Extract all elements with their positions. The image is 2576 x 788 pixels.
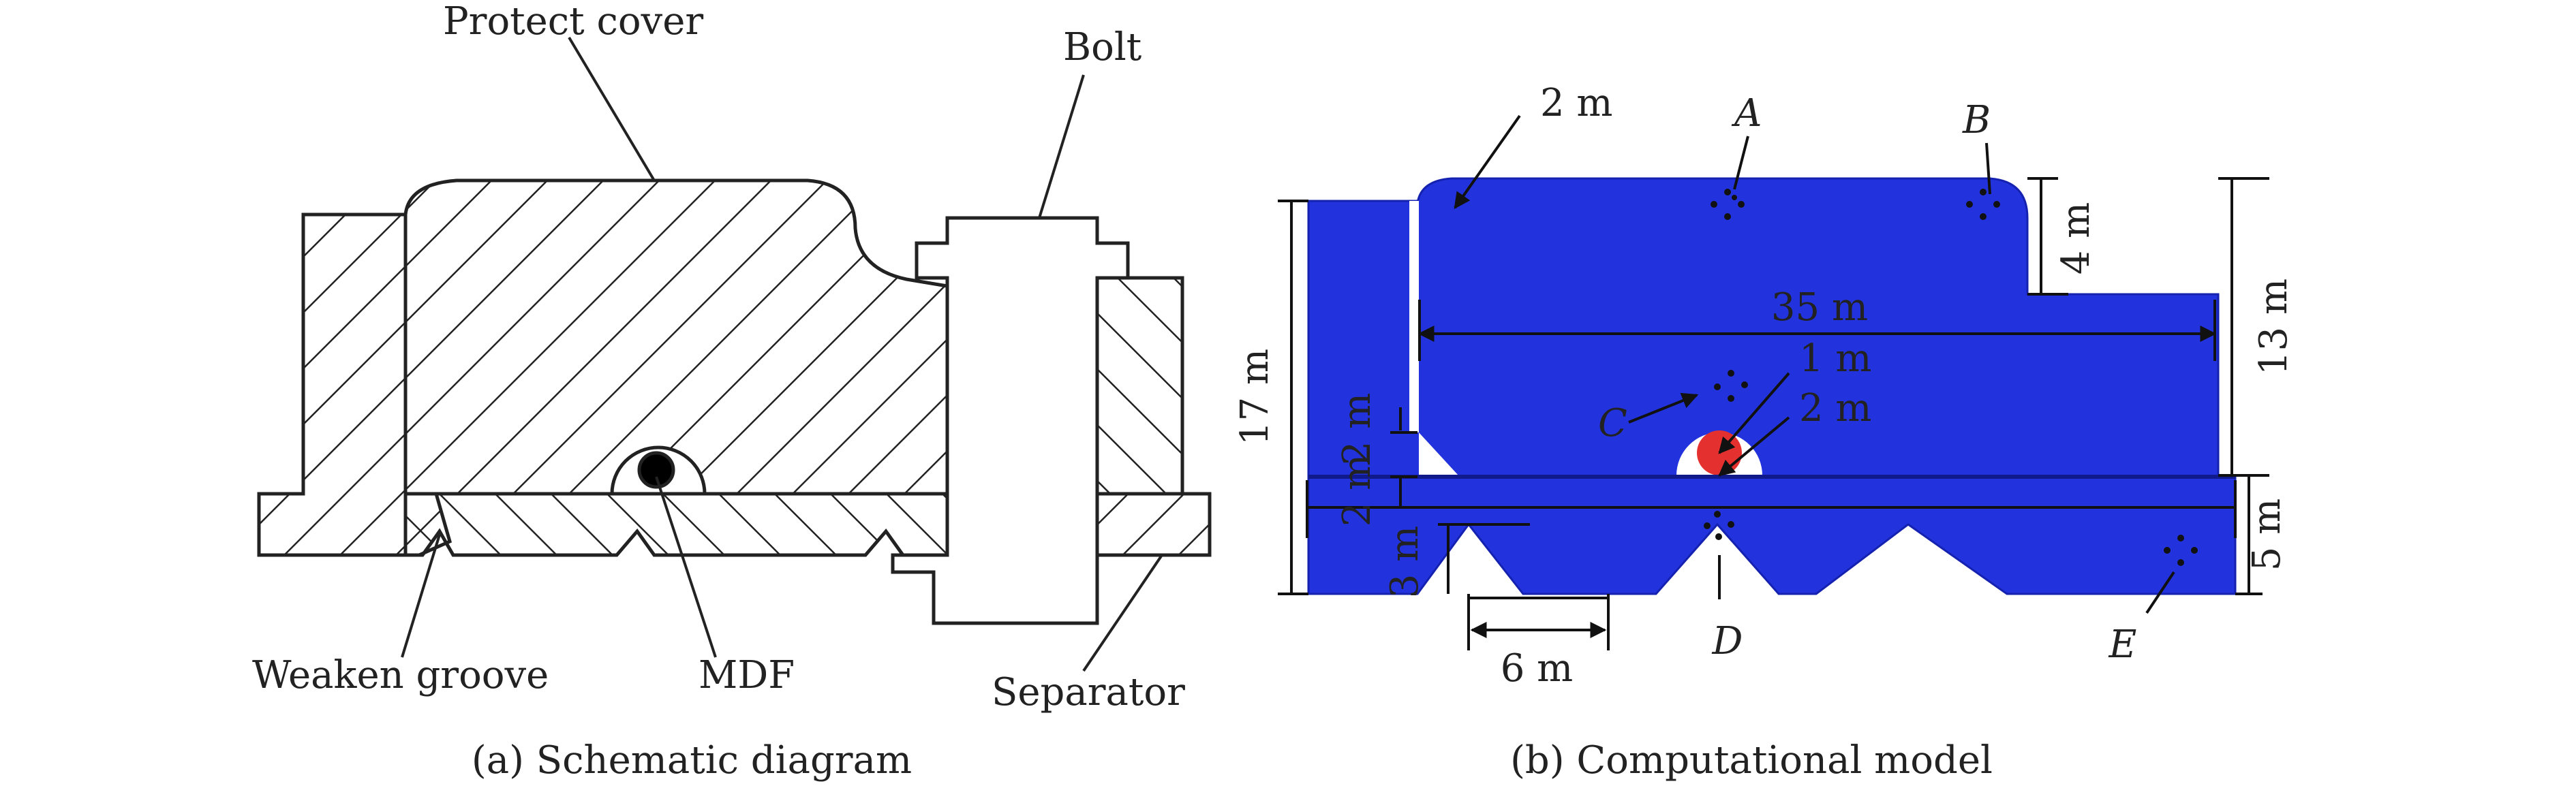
dim-groove-width: 6 m [1501, 646, 1574, 691]
panel-a: Protect cover Bolt Weaken groove MDF Sep… [252, 0, 1212, 783]
dim-charge-radius: 1 m [1799, 336, 1872, 381]
label-mdf: MDF [699, 653, 795, 697]
dim-total-height: 17 m [1233, 349, 1277, 445]
bolt-body [891, 216, 1130, 625]
label-protect-cover: Protect cover [443, 0, 703, 44]
model-body [1307, 177, 2237, 595]
right-separator-block [1095, 276, 1184, 496]
dim-cavity-radius: 2 m [1799, 386, 1872, 430]
point-label-a: A [1731, 91, 1762, 136]
gauge-point-b [1966, 189, 2000, 220]
dim-plate-thickness: 2 m [1335, 454, 1379, 527]
point-label-e: E [2109, 622, 2137, 667]
left-gap-tri [1419, 432, 1458, 475]
leader-protect-cover [568, 36, 656, 182]
leader-bolt [1038, 74, 1085, 219]
bottom-plate [403, 492, 949, 557]
panel-b: 2 m A B 4 m 13 m 35 m 17 m 1 m 2 m C 2 m… [1233, 81, 2296, 783]
dimension-lines [1278, 114, 2269, 650]
label-separator: Separator [992, 670, 1185, 714]
dim-base-height: 5 m [2245, 499, 2289, 571]
dim-left-gap: 2 m [1335, 393, 1379, 466]
gauge-point-d [1704, 511, 1734, 540]
left-gap [1409, 201, 1419, 432]
dim-plate-length: 35 m [1771, 285, 1868, 330]
caption-a: (a) Schematic diagram [472, 738, 912, 783]
label-bolt: Bolt [1063, 25, 1142, 69]
gauge-point-e [2164, 535, 2198, 566]
protect-cover-body [403, 178, 949, 496]
leader-mdf [655, 476, 717, 658]
dim-right-height: 13 m [2252, 279, 2296, 375]
leader-weaken-groove [401, 534, 441, 658]
mdf-charge [637, 451, 675, 489]
caption-b: (b) Computational model [1510, 738, 1993, 783]
gauge-point-a [1711, 189, 1745, 220]
dim-cover-height: 4 m [2054, 202, 2098, 275]
dim-corner-radius: 2 m [1540, 81, 1613, 125]
point-label-b: B [1962, 98, 1991, 142]
gauge-point-c [1714, 370, 1748, 402]
label-weaken-groove: Weaken groove [252, 653, 549, 697]
leader-separator [1082, 554, 1163, 672]
point-label-c: C [1598, 401, 1627, 445]
dim-groove-depth: 3 m [1383, 526, 1427, 599]
right-separator-plate [1095, 492, 1212, 557]
point-label-d: D [1712, 619, 1743, 663]
